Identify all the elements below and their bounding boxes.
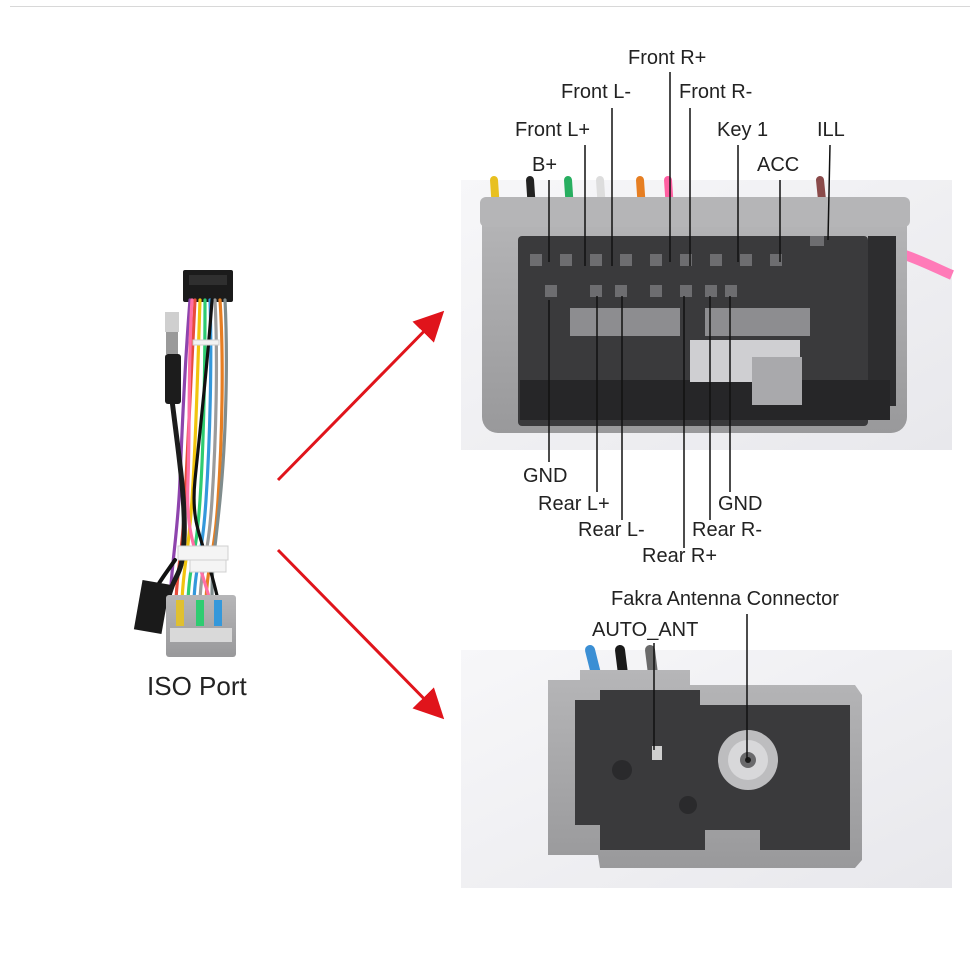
pin-label-gnd-left: GND	[523, 465, 568, 487]
bottom-leader-lines	[653, 614, 748, 760]
label-fakra-antenna-connector: Fakra Antenna Connector	[611, 588, 839, 610]
pin-label-rear-r-minus: Rear R-	[692, 519, 763, 541]
arrow-to-bottom-connector	[276, 548, 445, 720]
pin-label-front-l-minus: Front L-	[561, 81, 632, 103]
pin-label-b-plus: B+	[532, 154, 558, 176]
pin-label-ill: ILL	[817, 119, 845, 141]
pin-label-rear-l-minus: Rear L-	[578, 519, 645, 541]
main-connector-image	[461, 176, 954, 450]
top-leader-lines	[548, 72, 831, 548]
antenna-connector-image	[461, 645, 952, 888]
arrow-to-top-connector	[276, 310, 445, 482]
pin-label-rear-l-plus: Rear L+	[538, 493, 610, 515]
pin-label-front-r-plus: Front R+	[628, 47, 707, 69]
label-auto-ant: AUTO_ANT	[592, 619, 699, 641]
wire-harness-image	[133, 270, 236, 657]
pin-label-acc: ACC	[757, 154, 800, 176]
top-divider	[10, 6, 970, 7]
pin-label-front-l-plus: Front L+	[515, 119, 591, 141]
pin-label-rear-r-plus: Rear R+	[642, 545, 718, 567]
pin-label-front-r-minus: Front R-	[679, 81, 753, 103]
iso-port-label: ISO Port	[147, 671, 247, 701]
pin-label-gnd-right: GND	[718, 493, 763, 515]
pin-label-key1: Key 1	[717, 119, 769, 141]
